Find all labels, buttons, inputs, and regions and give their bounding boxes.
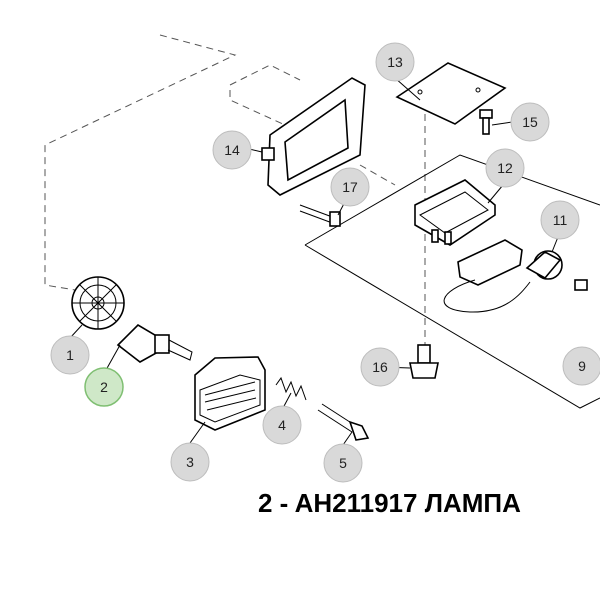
callout-9-label: 9 [578, 358, 586, 374]
leader-lines [69, 77, 597, 446]
callout-17-label: 17 [342, 179, 358, 195]
callout-13-label: 13 [387, 54, 403, 70]
callout-9[interactable]: 9 [562, 346, 600, 386]
screw-17-part [299, 204, 341, 227]
module-part [414, 179, 496, 246]
callout-4-label: 4 [278, 417, 286, 433]
callout-15[interactable]: 15 [510, 102, 550, 142]
frame-part [261, 77, 366, 196]
callout-1-label: 1 [66, 347, 74, 363]
callout-15-label: 15 [522, 114, 538, 130]
callout-14[interactable]: 14 [212, 130, 252, 170]
screw-5-part [317, 403, 370, 441]
callout-16-label: 16 [372, 359, 388, 375]
spring-part [275, 376, 307, 401]
callout-3-label: 3 [186, 454, 194, 470]
callout-14-label: 14 [224, 142, 240, 158]
callout-11-label: 11 [553, 212, 568, 228]
plate-part [395, 62, 507, 125]
callout-11[interactable]: 11 [540, 200, 580, 240]
adjuster-gear-part [71, 276, 125, 330]
callout-12[interactable]: 12 [485, 148, 525, 188]
callout-1[interactable]: 1 [50, 335, 90, 375]
screw-15-part [479, 109, 493, 135]
callout-5[interactable]: 5 [323, 443, 363, 483]
callouts: 1 2 3 4 5 9 11 12 [50, 42, 600, 483]
callout-3[interactable]: 3 [170, 442, 210, 482]
callout-12-label: 12 [497, 160, 513, 176]
callout-5-label: 5 [339, 455, 347, 471]
dashed-guides [44, 34, 426, 345]
callout-2-label: 2 [100, 379, 108, 395]
callout-13[interactable]: 13 [375, 42, 415, 82]
lamp-bulb-part [116, 323, 193, 363]
callout-4[interactable]: 4 [262, 405, 302, 445]
callout-16[interactable]: 16 [360, 347, 400, 387]
mounting-panel-outline [304, 154, 600, 409]
connector-harness-part [443, 239, 588, 313]
callout-2[interactable]: 2 [84, 367, 124, 407]
headlamp-housing-part [194, 356, 266, 431]
bolt-16-part [409, 344, 439, 379]
part-caption: 2 - AH211917 ЛАМПА [258, 488, 521, 518]
callout-17[interactable]: 17 [330, 167, 370, 207]
